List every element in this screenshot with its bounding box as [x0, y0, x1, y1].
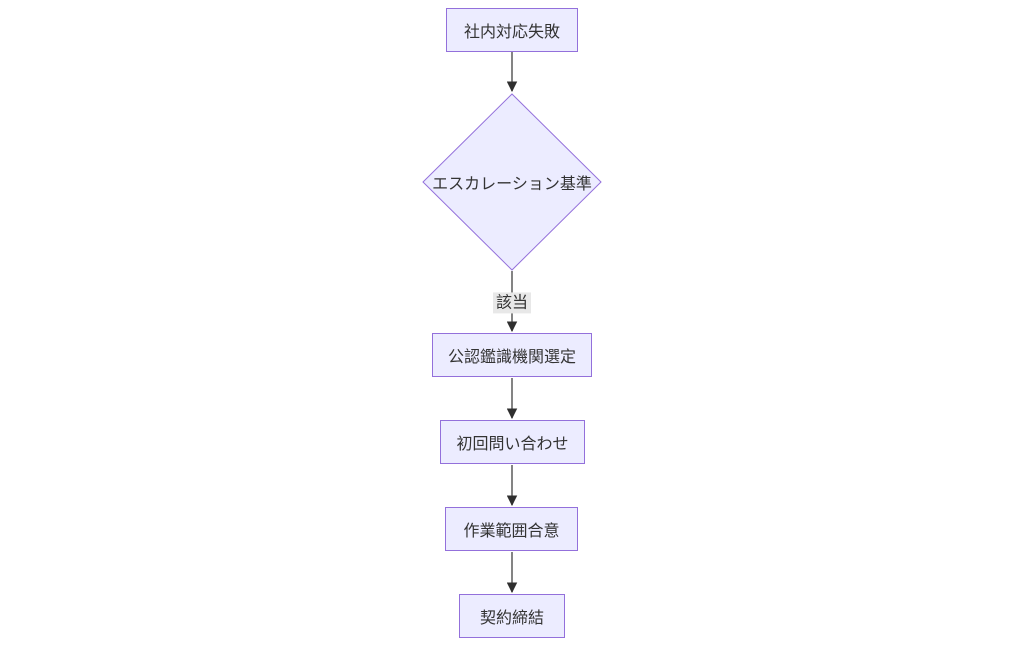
node-initial-inquiry-label: 初回問い合わせ: [456, 436, 569, 453]
node-contract-signing: 契約締結: [459, 594, 565, 638]
node-scope-agreement-label: 作業範囲合意: [463, 523, 560, 540]
node-agency-selection: 公認鑑識機関選定: [432, 333, 592, 377]
node-internal-failure-label: 社内対応失敗: [463, 24, 560, 41]
node-initial-inquiry: 初回問い合わせ: [440, 420, 585, 464]
edge-label-applicable: 該当: [492, 292, 532, 314]
node-escalation-criteria: エスカレーション基準: [422, 93, 602, 271]
diamond-shape: [422, 93, 602, 271]
node-internal-failure: 社内対応失敗: [446, 8, 578, 52]
node-contract-signing-label: 契約締結: [479, 610, 544, 627]
node-scope-agreement: 作業範囲合意: [445, 507, 578, 551]
node-escalation-criteria-label: エスカレーション基準: [432, 176, 592, 193]
node-agency-selection-label: 公認鑑識機関選定: [447, 349, 576, 366]
